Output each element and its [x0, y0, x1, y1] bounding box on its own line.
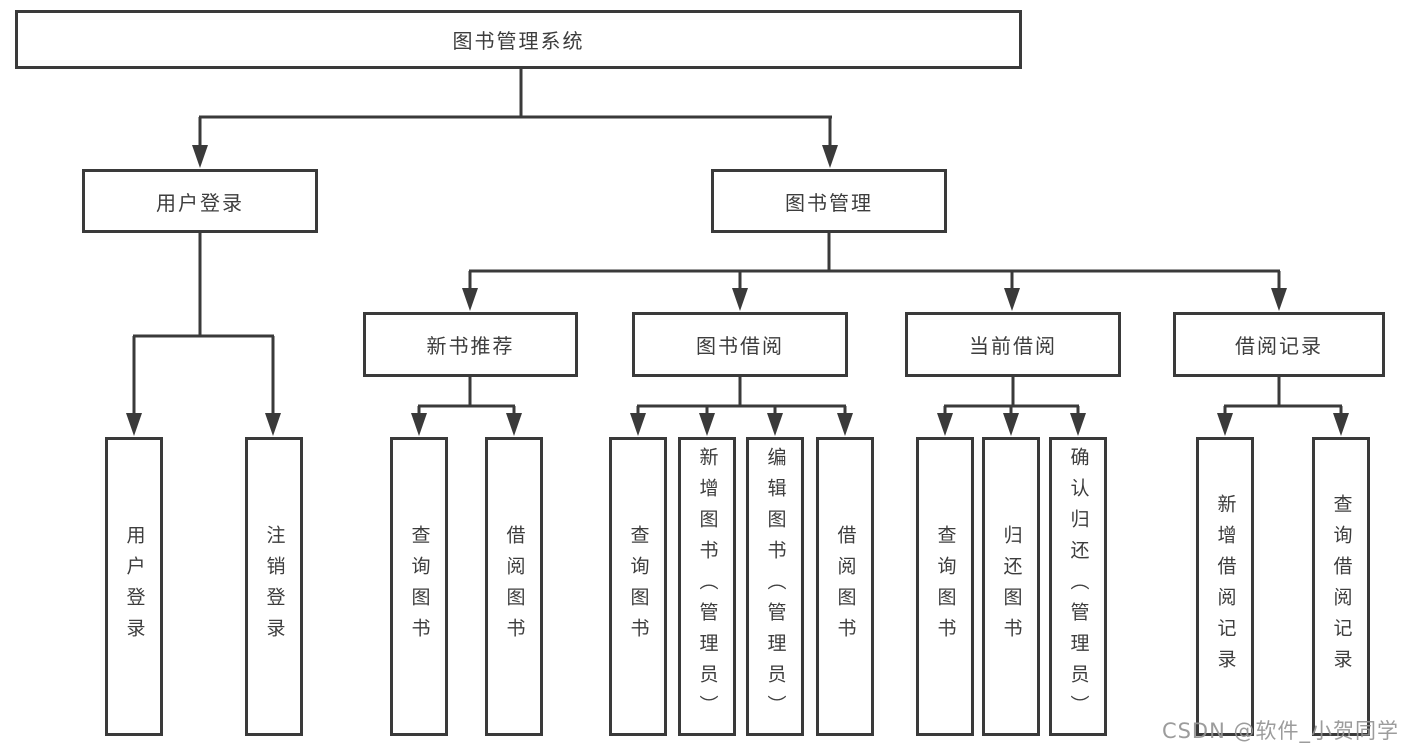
leaf-br-query-record: 查询借阅记录 — [1312, 437, 1370, 736]
leaf-bb-edit-books-admin-label: 编辑图书（管理员） — [764, 447, 787, 726]
node-book-borrow-label: 图书借阅 — [696, 334, 784, 358]
node-new-book-recommend: 新书推荐 — [363, 312, 578, 377]
node-borrow-record: 借阅记录 — [1173, 312, 1385, 377]
leaf-cb-confirm-return-admin: 确认归还（管理员） — [1049, 437, 1107, 736]
leaf-bb-query-books-label: 查询图书 — [627, 524, 650, 649]
leaf-cb-query-books: 查询图书 — [916, 437, 974, 736]
leaf-bb-add-books-admin: 新增图书（管理员） — [678, 437, 736, 736]
leaf-nbr-query-books: 查询图书 — [390, 437, 448, 736]
node-root-label: 图书管理系统 — [452, 29, 585, 53]
leaf-nbr-query-books-label: 查询图书 — [408, 524, 431, 649]
leaf-logout-label: 注销登录 — [263, 524, 286, 649]
node-borrow-record-label: 借阅记录 — [1235, 334, 1323, 358]
leaf-cb-return-books-label: 归还图书 — [1000, 524, 1023, 649]
leaf-nbr-borrow-books: 借阅图书 — [485, 437, 543, 736]
leaf-bb-edit-books-admin: 编辑图书（管理员） — [746, 437, 804, 736]
node-new-book-recommend-label: 新书推荐 — [426, 334, 515, 358]
leaf-cb-confirm-return-admin-label: 确认归还（管理员） — [1067, 447, 1090, 726]
node-current-borrow-label: 当前借阅 — [969, 334, 1057, 358]
leaf-user-login-label: 用户登录 — [123, 524, 146, 649]
node-book-management: 图书管理 — [711, 169, 947, 233]
leaf-br-add-record-label: 新增借阅记录 — [1214, 493, 1237, 680]
leaf-br-query-record-label: 查询借阅记录 — [1330, 493, 1353, 680]
node-current-borrow: 当前借阅 — [905, 312, 1121, 377]
leaf-cb-query-books-label: 查询图书 — [934, 524, 957, 649]
leaf-cb-return-books: 归还图书 — [982, 437, 1040, 736]
node-user-login-label: 用户登录 — [156, 190, 244, 215]
leaf-bb-borrow-books: 借阅图书 — [816, 437, 874, 736]
leaf-user-login: 用户登录 — [105, 437, 163, 736]
leaf-bb-query-books: 查询图书 — [609, 437, 667, 736]
leaf-nbr-borrow-books-label: 借阅图书 — [503, 524, 526, 649]
node-user-login: 用户登录 — [82, 169, 318, 233]
leaf-br-add-record: 新增借阅记录 — [1196, 437, 1254, 736]
node-book-management-label: 图书管理 — [785, 190, 873, 215]
leaf-bb-borrow-books-label: 借阅图书 — [834, 524, 857, 649]
leaf-logout: 注销登录 — [245, 437, 303, 736]
leaf-bb-add-books-admin-label: 新增图书（管理员） — [696, 447, 719, 726]
node-book-borrow: 图书借阅 — [632, 312, 848, 377]
node-root: 图书管理系统 — [15, 10, 1022, 69]
